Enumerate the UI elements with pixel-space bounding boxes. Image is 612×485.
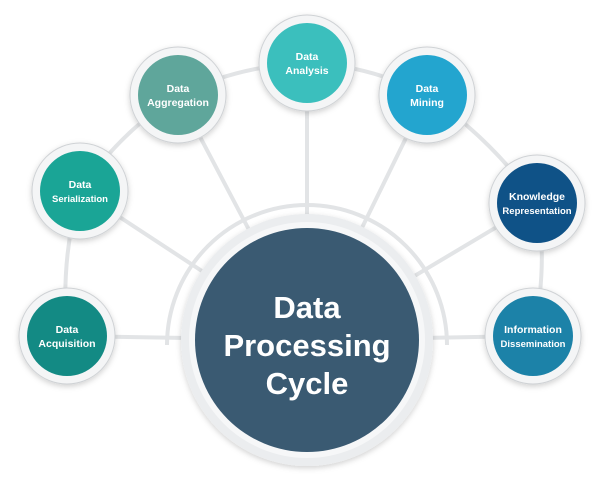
- node-label-line: Dissemination: [501, 339, 566, 350]
- node-circle: [387, 55, 467, 135]
- node-circle: [493, 296, 573, 376]
- node-label-line: Data: [416, 83, 439, 95]
- center-title-line-2: Processing: [223, 328, 390, 363]
- node-label-line: Data: [69, 179, 92, 191]
- center-title-line-3: Cycle: [266, 366, 349, 401]
- node-circle: [40, 151, 120, 231]
- node-label-line: Information: [504, 324, 562, 336]
- node-circle: [497, 163, 577, 243]
- node-label-line: Representation: [502, 206, 571, 217]
- node-label-line: Mining: [410, 97, 444, 109]
- center-circle: [195, 228, 419, 452]
- node-label-line: Acquisition: [38, 338, 95, 350]
- inner-arc: [165, 203, 449, 346]
- node-circle: [138, 55, 218, 135]
- node-label-line: Aggregation: [147, 97, 209, 109]
- node-label-line: Data: [167, 83, 190, 95]
- center-title-line-1: Data: [273, 290, 341, 325]
- process-nodes: DataAcquisitionDataSerializationDataAggr…: [18, 14, 586, 385]
- node-label-line: Analysis: [285, 65, 328, 77]
- node-circle: [267, 23, 347, 103]
- center-hub: Data Processing Cycle: [181, 214, 433, 466]
- node-label-line: Knowledge: [509, 191, 565, 203]
- node-label-line: Serialization: [52, 194, 108, 205]
- node-label-line: Data: [56, 324, 79, 336]
- node-label-line: Data: [296, 51, 319, 63]
- node-circle: [27, 296, 107, 376]
